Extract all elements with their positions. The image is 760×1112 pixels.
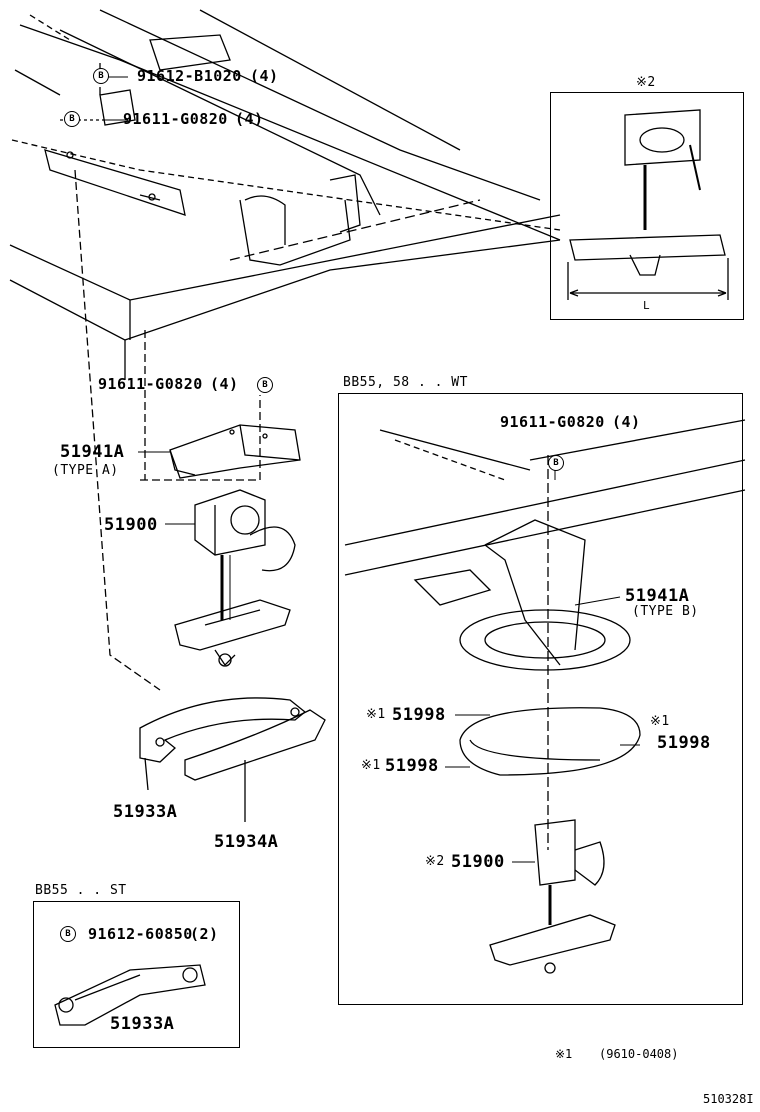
spacer-upper-mark: ※1 xyxy=(366,707,386,722)
part-number-51934a[interactable]: 51934A xyxy=(214,832,279,852)
part-number-91611-g0820-wt[interactable]: 91611-G0820 xyxy=(500,413,605,431)
figure-id: 510328I xyxy=(703,1092,754,1106)
bolt-mark-b-wt: B xyxy=(548,455,564,471)
footnote-text: (9610-0408) xyxy=(599,1047,679,1061)
st-panel-title: BB55 . . ST xyxy=(35,883,127,898)
spacer-right-mark: ※1 xyxy=(650,714,670,729)
part-number-91611-g0820-top[interactable]: 91611-G0820 xyxy=(123,110,228,128)
part-qty-91612-b1020: (4) xyxy=(250,67,279,85)
tire-plates-drawing xyxy=(139,697,326,822)
st-panel-drawing xyxy=(54,964,206,1026)
part-number-51941a-type-b[interactable]: 51941A xyxy=(625,586,690,606)
carrier-right-mark: ※2 xyxy=(425,854,445,869)
part-qty-91612-60850: (2) xyxy=(190,925,219,943)
part-number-51998-upper[interactable]: 51998 xyxy=(392,705,446,725)
part-number-51998-right[interactable]: 51998 xyxy=(657,733,711,753)
part-number-91612-60850[interactable]: 91612-60850 xyxy=(88,925,193,943)
part-number-51933a[interactable]: 51933A xyxy=(113,802,178,822)
spacer-lower-mark: ※1 xyxy=(361,758,381,773)
part-qty-91611-g0820-mid: (4) xyxy=(210,375,239,393)
bolt-mark-b-1: B xyxy=(93,68,109,84)
part-qty-91611-g0820-top: (4) xyxy=(235,110,264,128)
spare-tire-carrier-drawing xyxy=(174,489,296,667)
bolt-mark-b-st: B xyxy=(60,926,76,942)
hanger-type-b-label: (TYPE B) xyxy=(632,604,699,619)
part-number-91612-b1020[interactable]: 91612-B1020 xyxy=(137,67,242,85)
part-number-51998-lower[interactable]: 51998 xyxy=(385,756,439,776)
part-number-51900-left[interactable]: 51900 xyxy=(104,515,158,535)
inset-dimension-label: L xyxy=(643,299,651,312)
hanger-type-a-label: (TYPE A) xyxy=(52,463,119,478)
part-number-51933a-st[interactable]: 51933A xyxy=(110,1014,175,1034)
part-number-51941a-type-a[interactable]: 51941A xyxy=(60,442,125,462)
vehicle-frame-drawing xyxy=(9,9,561,380)
inset-chain-detail-box xyxy=(550,92,744,320)
inset-ref-mark: ※2 xyxy=(636,75,656,90)
bolt-mark-b-3: B xyxy=(257,377,273,393)
bolt-mark-b-2: B xyxy=(64,111,80,127)
inset-chain-drawing xyxy=(567,109,729,300)
part-number-91611-g0820-mid[interactable]: 91611-G0820 xyxy=(98,375,203,393)
footnote-mark: ※1 xyxy=(555,1047,573,1061)
wt-panel-box xyxy=(338,393,743,1005)
wt-panel-title: BB55, 58 . . WT xyxy=(343,375,468,390)
hanger-type-a-drawing xyxy=(169,424,301,479)
part-qty-91611-g0820-wt: (4) xyxy=(612,413,641,431)
part-number-51900-right[interactable]: 51900 xyxy=(451,852,505,872)
wt-panel-drawing xyxy=(344,419,746,974)
st-panel-box xyxy=(33,901,240,1048)
